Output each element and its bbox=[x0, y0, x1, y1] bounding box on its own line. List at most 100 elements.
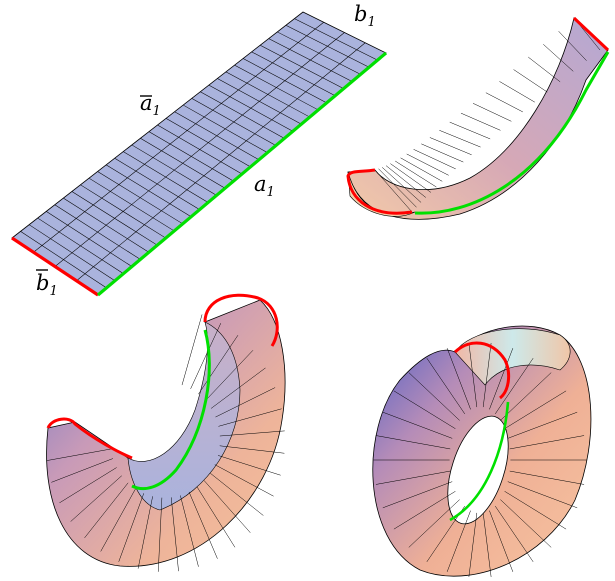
mesh-line bbox=[196, 486, 236, 548]
mesh-line bbox=[400, 157, 443, 182]
sheet-mesh bbox=[374, 17, 601, 213]
mesh-line bbox=[198, 335, 239, 395]
mesh-line bbox=[500, 499, 552, 548]
mesh-line bbox=[217, 455, 281, 476]
mesh-line bbox=[439, 130, 481, 148]
mesh-line bbox=[413, 149, 456, 170]
mesh-line bbox=[170, 497, 179, 572]
mesh-line bbox=[507, 481, 578, 509]
mesh-line bbox=[482, 343, 492, 408]
mesh-line bbox=[513, 69, 548, 93]
mesh-line bbox=[157, 497, 163, 572]
mesh-line bbox=[51, 458, 113, 483]
mesh-line bbox=[84, 482, 129, 539]
mesh-line bbox=[468, 343, 478, 408]
label-a1bar: a1 bbox=[140, 91, 161, 119]
curved-sheet bbox=[346, 16, 610, 220]
mesh-line bbox=[215, 387, 276, 418]
mesh-line bbox=[54, 32, 345, 267]
mesh-line bbox=[188, 491, 218, 559]
open-ring bbox=[46, 293, 286, 572]
strip-mesh bbox=[20, 18, 378, 289]
mesh-line bbox=[446, 348, 471, 410]
mesh-line bbox=[504, 491, 567, 530]
mesh-line bbox=[375, 435, 451, 450]
mesh-line bbox=[203, 480, 251, 533]
mesh-line bbox=[489, 510, 514, 572]
mesh-line bbox=[558, 31, 587, 61]
label-b1: b1 bbox=[354, 2, 376, 30]
torus-seam-green bbox=[449, 401, 510, 522]
mesh-line bbox=[528, 56, 561, 83]
mesh-line bbox=[378, 168, 417, 208]
mesh-line bbox=[500, 372, 552, 421]
flat-strip bbox=[11, 11, 388, 297]
torus-hole bbox=[447, 415, 509, 525]
mesh-line bbox=[209, 472, 264, 516]
mesh-line bbox=[100, 488, 136, 552]
svg-text:b1: b1 bbox=[36, 271, 58, 299]
edge-b1bar bbox=[11, 236, 99, 297]
mesh-line bbox=[446, 510, 471, 572]
mesh-line bbox=[395, 160, 437, 188]
mesh-line bbox=[385, 165, 426, 198]
mesh-line bbox=[118, 493, 145, 562]
ring-surface bbox=[46, 299, 286, 567]
ring-mesh bbox=[46, 314, 285, 572]
mesh-line bbox=[76, 42, 366, 281]
mesh-line bbox=[408, 372, 460, 421]
mesh-line bbox=[504, 390, 567, 429]
mesh-line bbox=[393, 390, 456, 429]
mesh-line bbox=[393, 491, 456, 530]
ring-edge-green bbox=[131, 329, 211, 491]
mesh-line bbox=[460, 112, 501, 131]
strip-surface bbox=[11, 11, 387, 296]
mesh-line bbox=[70, 475, 122, 522]
sheet-edge-red bbox=[346, 16, 610, 215]
mesh-line bbox=[374, 169, 413, 213]
mesh-line bbox=[472, 103, 512, 122]
label-a1: a1 bbox=[254, 172, 275, 200]
closed-torus bbox=[372, 325, 592, 577]
mesh-line bbox=[499, 81, 535, 103]
mesh-line bbox=[33, 22, 324, 253]
ring-end-left-red bbox=[46, 417, 133, 460]
mesh-line bbox=[219, 430, 285, 437]
torus-mesh bbox=[373, 343, 587, 577]
mesh-line bbox=[543, 44, 574, 72]
mesh-line bbox=[214, 464, 274, 497]
torus-seam-red bbox=[453, 341, 511, 400]
mesh-line bbox=[375, 470, 451, 485]
ring-end-top-red bbox=[203, 293, 279, 347]
edge-a1 bbox=[96, 51, 388, 297]
mesh-line bbox=[190, 323, 222, 389]
mesh-line bbox=[489, 348, 514, 410]
mesh-line bbox=[429, 137, 472, 156]
svg-text:a1: a1 bbox=[140, 91, 161, 119]
mesh-line bbox=[406, 153, 449, 176]
mesh-line bbox=[482, 512, 492, 577]
mesh-line bbox=[509, 470, 585, 485]
mesh-line bbox=[137, 496, 153, 569]
mesh-line bbox=[382, 481, 453, 509]
mesh-line bbox=[205, 350, 254, 401]
mesh-line bbox=[507, 411, 578, 439]
sheet-surface bbox=[347, 17, 609, 220]
ring-inner-surface bbox=[127, 321, 241, 511]
mesh-line bbox=[494, 505, 534, 562]
mesh-line bbox=[382, 411, 453, 439]
mesh-line bbox=[181, 314, 203, 386]
mesh-line bbox=[59, 467, 117, 504]
mesh-line bbox=[219, 445, 285, 454]
mesh-line bbox=[449, 121, 491, 140]
mesh-line bbox=[46, 448, 111, 461]
mesh-line bbox=[485, 92, 523, 113]
mesh-line bbox=[408, 499, 460, 548]
mesh-line bbox=[509, 435, 585, 450]
sheet-edge-green bbox=[414, 51, 610, 215]
mesh-line bbox=[421, 143, 464, 163]
label-b1bar: b1 bbox=[36, 269, 58, 299]
mesh-line bbox=[390, 163, 432, 193]
mesh-line bbox=[426, 358, 466, 415]
